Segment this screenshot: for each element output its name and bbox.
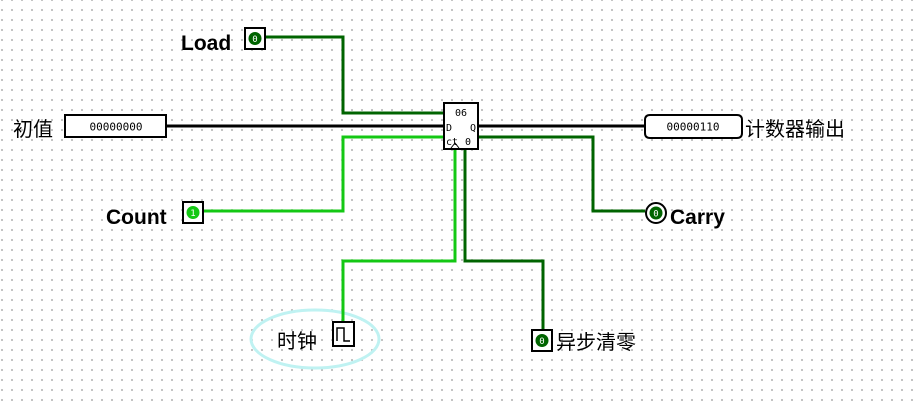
counter-output-bits: 00000110 [667,121,720,134]
clock-wire [341,148,457,321]
counter-output-label: 计数器输出 [745,117,845,141]
load-label: Load [181,32,231,55]
load-value: 0 [252,35,257,45]
carry-wire [478,135,645,213]
carry-label: Carry [670,206,725,229]
async-clear-label: 异步清零 [556,330,636,354]
count-pin[interactable]: 1 [182,201,204,224]
async-clear-value: 0 [539,337,544,347]
counter-d-label: D [446,123,452,134]
initial-value-bits: 00000000 [90,121,143,134]
counter-zero-label: 0 [465,137,471,148]
count-wire [204,135,445,213]
counter-ct-label: ct [446,137,458,148]
counter-output-pin: 00000110 [644,114,743,139]
clock-label: 时钟 [277,329,317,353]
counter-label: 06 [455,108,467,119]
count-label: Count [106,206,167,229]
initial-value-pin[interactable]: 00000000 [64,114,167,138]
count-value: 1 [190,209,195,219]
clear-wire [463,148,545,331]
async-clear-pin[interactable]: 0 [531,329,553,352]
square-wave-icon [336,327,350,342]
load-wire [266,35,445,115]
clock-highlight [249,308,381,370]
carry-value: 0 [653,210,658,220]
initial-value-label: 初值 [13,117,53,141]
clock-source[interactable] [332,321,355,347]
led-output-icon [649,206,663,220]
counter-component[interactable]: 06 D Q ct 0 [443,102,479,150]
load-pin[interactable]: 0 [244,27,266,50]
clock-triangle-icon [450,142,460,149]
counter-q-label: Q [470,123,476,134]
carry-output: 0 [645,202,667,224]
